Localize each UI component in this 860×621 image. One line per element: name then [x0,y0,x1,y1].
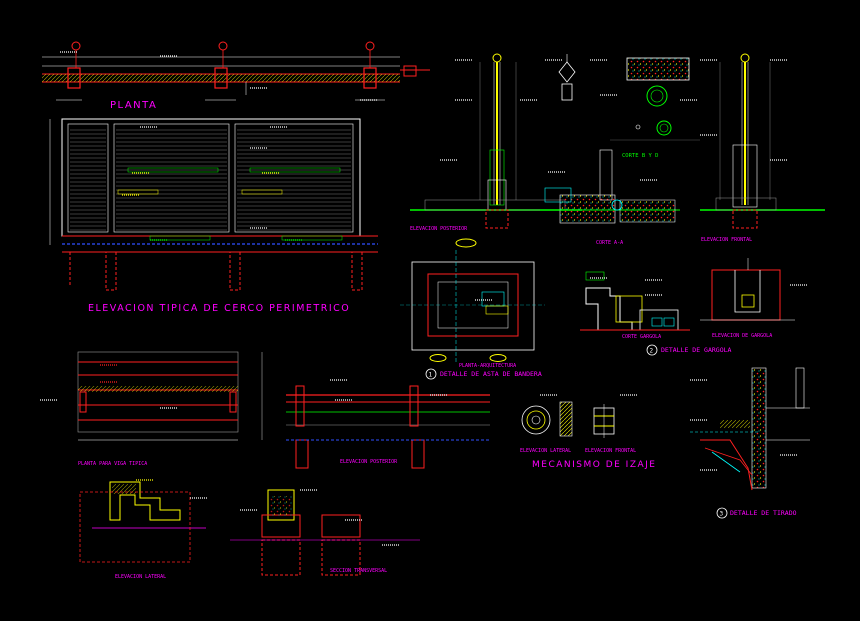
planta-viga-title: PLANTA PARA VIGA TIPICA [78,461,147,467]
elevacion-posterior-drawing [286,385,490,469]
mecanismo-izaje-drawing [521,401,615,438]
elevacion-gargola-drawing [700,258,795,321]
corte-a-drawing [540,149,680,224]
izaje-elevacion-frontal-label: ELEVACION FRONTAL [585,448,636,454]
mecanismo-izaje-title: MECANISMO DE IZAJE [532,460,657,470]
elevacion-lateral-left-drawing [79,481,206,563]
planta-arquitectura-title: PLANTA-ARQUITECTURA [459,363,516,369]
asta-elevacion-posterior-title: ELEVACION POSTERIOR [410,226,468,232]
detail-marker-1 [425,368,437,380]
izaje-elevacion-lateral-label: ELEVACION LATERAL [520,448,571,454]
asta-elevacion-frontal-title: ELEVACION FRONTAL [701,237,752,243]
detail-marker-1-number: 1 [429,372,433,379]
corte-b-d-title: CORTE B Y D [622,153,658,159]
detail-marker-3-number: 3 [720,511,724,518]
planta-viga-drawing [77,351,263,441]
planta-title: PLANTA [110,100,157,111]
seccion-transversal-title: SECCION TRANSVERSAL [330,568,387,574]
corte-gargola-drawing [580,271,690,331]
elevacion-cerco-drawing [49,118,378,291]
corte-a-title: CORTE A-A [596,240,623,246]
elevacion-cerco-title: ELEVACION TIPICA DE CERCO PERIMETRICO [88,303,350,314]
planta-arquitectura-drawing [400,238,545,362]
corte-gargola-title: CORTE GARGOLA [622,334,661,340]
detalle-tirado-drawing [690,367,810,491]
planta-plan-strip [42,41,430,101]
detail-marker-3 [716,507,728,519]
elevacion-posterior-title: ELEVACION POSTERIOR [340,459,398,465]
cad-annotation-marks [40,51,808,546]
elevacion-gargola-title: ELEVACION DE GARGOLA [712,333,772,339]
elevacion-lateral-left-title: ELEVACION LATERAL [115,574,166,580]
detail-marker-2 [646,344,658,356]
detalle-tirado-title: DETALLE DE TIRADO [730,509,797,517]
detalle-gargola-title: DETALLE DE GARGOLA [661,346,732,354]
asta-elevacion-frontal-drawing [700,53,825,229]
detail-marker-2-number: 2 [650,348,654,355]
corte-b-d-drawing [610,57,700,141]
detalle-asta-title: DETALLE DE ASTA DE BANDERA [440,370,542,378]
asta-detalle-a-drawing [558,54,576,101]
seccion-transversal-drawing [230,489,420,576]
